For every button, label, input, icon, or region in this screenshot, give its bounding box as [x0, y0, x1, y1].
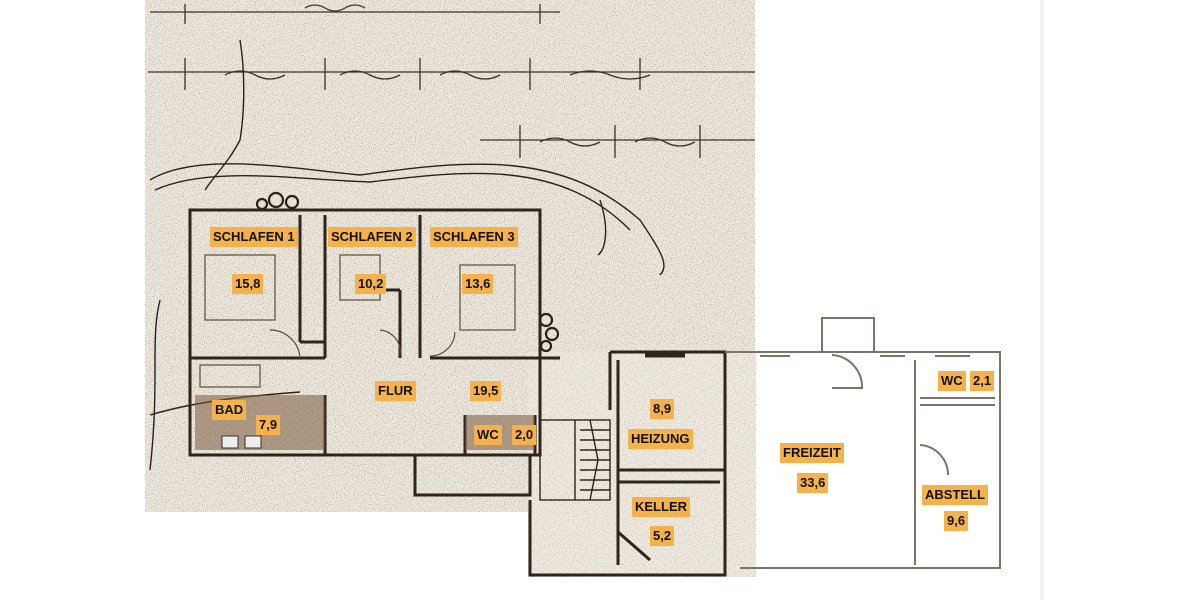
room-area-flur: 19,5 — [470, 381, 502, 401]
room-label-freizeit: FREIZEIT — [780, 443, 844, 463]
stairs — [539, 419, 611, 501]
room-area-wc-lower: 2,1 — [970, 371, 995, 391]
room-label-schlafen-1: SCHLAFEN 1 — [210, 227, 298, 247]
room-area-abstell: 9,6 — [944, 511, 969, 531]
freizeit-extension-walls — [725, 317, 1001, 569]
room-label-wc-upper: WC — [474, 425, 502, 445]
scanned-paper — [145, 0, 756, 577]
room-label-keller: KELLER — [632, 497, 690, 517]
room-area-freizeit: 33,6 — [797, 473, 829, 493]
room-label-schlafen-2: SCHLAFEN 2 — [328, 227, 416, 247]
room-label-bad: BAD — [212, 400, 247, 420]
furniture-lines — [199, 254, 516, 388]
page-edge — [1040, 0, 1044, 600]
basement-walls — [528, 350, 727, 577]
room-area-keller: 5,2 — [650, 526, 675, 546]
room-label-wc-lower: WC — [938, 371, 966, 391]
room-area-schlafen-2: 10,2 — [355, 274, 387, 294]
room-label-schlafen-3: SCHLAFEN 3 — [430, 227, 518, 247]
room-label-abstell: ABSTELL — [922, 485, 988, 505]
upper-rooms-walls — [188, 208, 560, 497]
room-area-heizung: 8,9 — [650, 399, 675, 419]
hand-drawn-scribbles — [149, 39, 665, 471]
room-area-bad: 7,9 — [256, 415, 281, 435]
room-area-schlafen-1: 15,8 — [232, 274, 264, 294]
room-area-wc-upper: 2,0 — [512, 425, 537, 445]
room-area-schlafen-3: 13,6 — [462, 274, 494, 294]
room-label-heizung: HEIZUNG — [628, 429, 693, 449]
dimension-lines — [148, 4, 755, 158]
room-label-flur: FLUR — [375, 381, 416, 401]
